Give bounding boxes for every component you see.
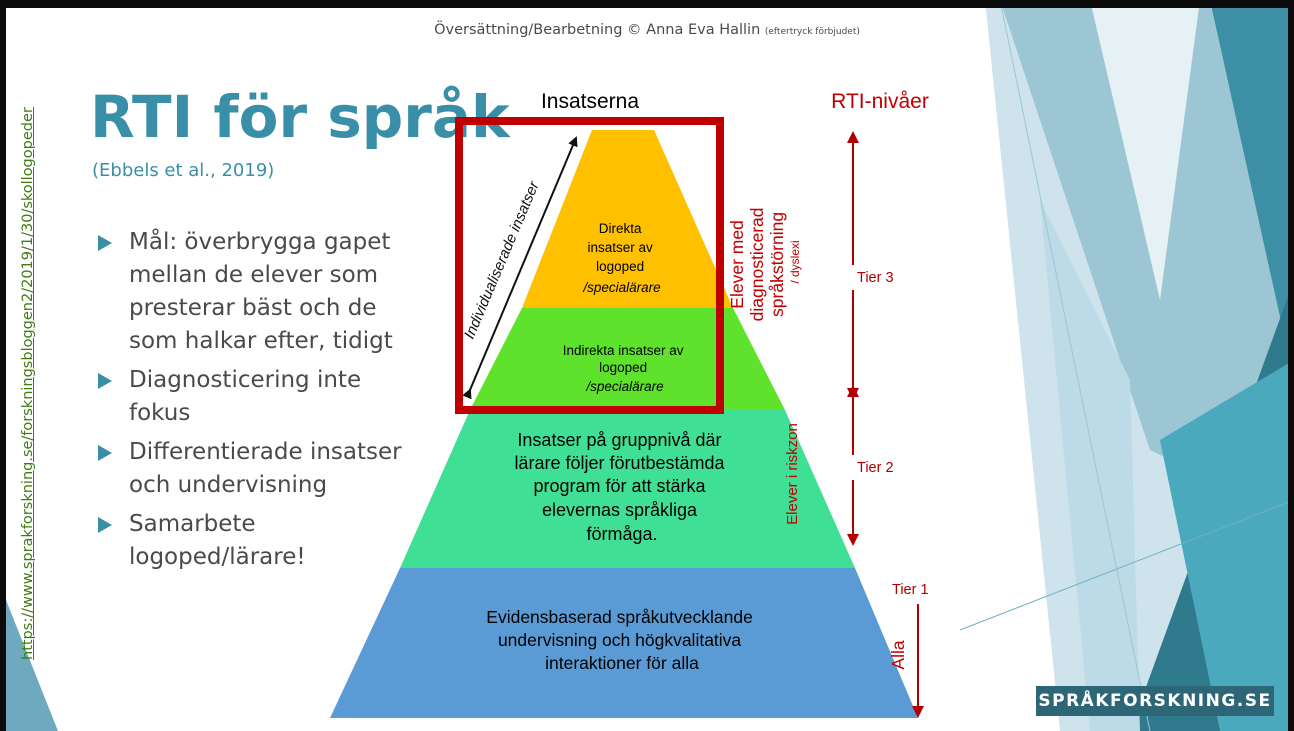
header-insatserna: Insatserna — [541, 90, 639, 113]
bullet-arrow-icon — [98, 373, 112, 389]
tier3-indirect-layer — [470, 308, 785, 410]
tier2-text: Insatser på gruppnivå där lärare följer … — [514, 430, 729, 544]
tier2-label: Tier 2 — [857, 460, 894, 476]
bullet-text: Mål: överbrygga gapet mellan de elever s… — [129, 229, 393, 354]
tier2-layer — [400, 410, 855, 568]
frame-right — [1288, 0, 1294, 731]
deco-facet-pale — [1040, 200, 1140, 731]
tier1-text: Evidensbaserad språkutvecklande undervis… — [486, 607, 757, 673]
level1-label: Alla — [888, 640, 908, 669]
individualized-arrow — [462, 136, 578, 400]
level2-label: Elever i riskzon — [784, 423, 801, 525]
deco-line — [999, 0, 1151, 731]
frame-left — [0, 0, 6, 731]
bullet-item: Samarbete logoped/lärare! — [92, 508, 412, 574]
bullet-item: Differentierade insatser och undervisnin… — [92, 436, 412, 502]
copyright-note: (eftertryck förbjudet) — [764, 27, 860, 37]
copyright-text: Översättning/Bearbetning © Anna Eva Hall… — [434, 22, 761, 38]
bullet-list: Mål: överbrygga gapet mellan de elever s… — [92, 226, 412, 580]
bullet-arrow-icon — [98, 445, 112, 461]
bullet-item: Mål: överbrygga gapet mellan de elever s… — [92, 226, 412, 358]
deco-facet-left — [6, 600, 58, 731]
bullet-item: Diagnosticering inte fokus — [92, 364, 412, 430]
tier1-layer — [330, 568, 918, 718]
bullet-arrow-icon — [98, 517, 112, 533]
bullet-text: Differentierade insatser och undervisnin… — [129, 439, 402, 498]
bullet-text: Diagnosticering inte fokus — [129, 367, 362, 426]
bullet-text: Samarbete logoped/lärare! — [129, 511, 306, 570]
header-rti-levels: RTI-nivåer — [831, 90, 929, 113]
tier3-indirect-text: Indirekta insatser av logoped /specialär… — [563, 343, 688, 394]
tier3-direct-text: Direkta insatser av logoped /specialärar… — [582, 221, 660, 295]
deco-facet-teal — [1210, 0, 1294, 380]
tier3-label: Tier 3 — [857, 270, 894, 286]
brand-badge: SPRÅKFORSKNING.SE — [1036, 686, 1274, 716]
slide-title: RTI för språk — [90, 83, 510, 151]
copyright-line: Översättning/Bearbetning © Anna Eva Hall… — [0, 22, 1294, 38]
deco-facet-cyan — [1160, 360, 1294, 731]
tier1-label: Tier 1 — [892, 582, 929, 598]
frame-top — [0, 0, 1294, 8]
citation: (Ebbels et al., 2019) — [92, 160, 275, 181]
individualized-highlight-box — [455, 117, 724, 414]
level3-label: Elever med diagnosticerad språkstörning … — [727, 203, 802, 322]
deco-facet-white — [1090, 0, 1200, 300]
deco-facet-mid — [1000, 0, 1294, 520]
bullet-arrow-icon — [98, 235, 112, 251]
deco-line — [959, 499, 1294, 631]
